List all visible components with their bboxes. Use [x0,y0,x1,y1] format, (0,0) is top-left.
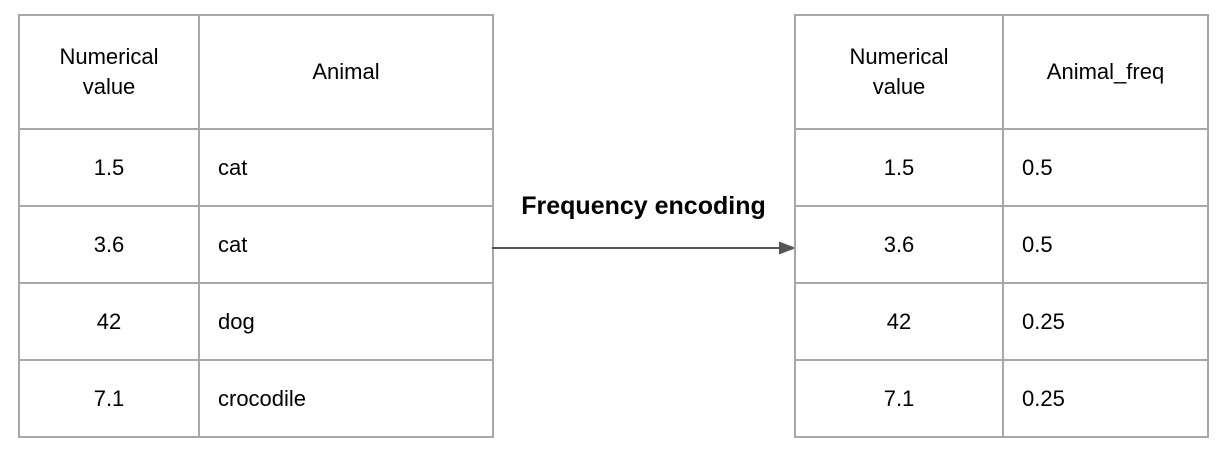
numerical-value-cell: 3.6 [794,205,1004,284]
column-header-label: Numerical value [59,44,159,99]
table-row: 3.6 0.5 [794,205,1209,284]
column-header-animal: Animal [198,14,494,130]
right-arrow-icon [492,241,796,255]
animal-freq-cell: 0.25 [1002,359,1209,438]
table-row: 7.1 0.25 [794,359,1209,438]
animal-freq-cell: 0.25 [1002,282,1209,361]
animal-cell: cat [198,128,494,207]
numerical-value-cell: 1.5 [18,128,200,207]
table-row: 42 dog [18,282,494,361]
table-row: 1.5 cat [18,128,494,207]
table-row: 42 0.25 [794,282,1209,361]
numerical-value-cell: 42 [794,282,1004,361]
numerical-value-cell: 7.1 [18,359,200,438]
column-header-numerical-value: Numerical value [18,14,200,130]
numerical-value-cell: 7.1 [794,359,1004,438]
animal-cell: dog [198,282,494,361]
animal-cell: crocodile [198,359,494,438]
table-row: 7.1 crocodile [18,359,494,438]
table-header-row: Numerical value Animal_freq [794,14,1209,130]
original-data-table: Numerical value Animal 1.5 cat 3.6 cat 4… [18,14,494,438]
table-row: 1.5 0.5 [794,128,1209,207]
numerical-value-cell: 42 [18,282,200,361]
animal-cell: cat [198,205,494,284]
column-header-label: Animal [312,59,380,84]
column-header-label: Numerical value [849,44,949,99]
encoded-data-table: Numerical value Animal_freq 1.5 0.5 3.6 … [794,14,1209,438]
column-header-label: Animal_freq [1046,59,1165,84]
table-header-row: Numerical value Animal [18,14,494,130]
arrow-label: Frequency encoding [521,192,766,220]
column-header-animal-freq: Animal_freq [1002,14,1209,130]
numerical-value-cell: 1.5 [794,128,1004,207]
numerical-value-cell: 3.6 [18,205,200,284]
animal-freq-cell: 0.5 [1002,205,1209,284]
table-row: 3.6 cat [18,205,494,284]
animal-freq-cell: 0.5 [1002,128,1209,207]
column-header-numerical-value: Numerical value [794,14,1004,130]
